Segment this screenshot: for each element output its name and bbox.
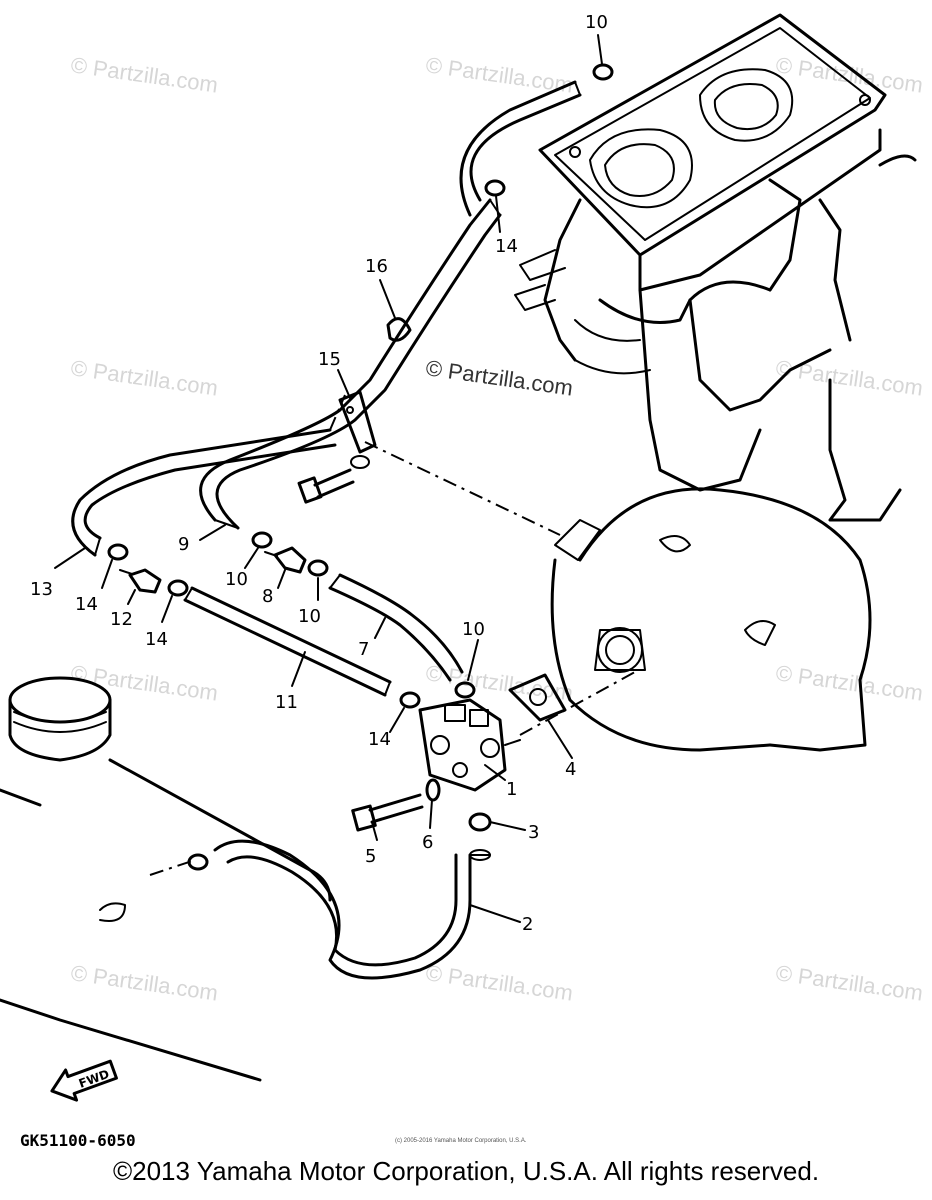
bolt-5 — [351, 793, 424, 832]
check-valve-8 — [264, 546, 307, 574]
callout-1: 1 — [506, 779, 517, 800]
callout-2: 2 — [522, 914, 533, 935]
fine-print: (c) 2005-2016 Yamaha Motor Corporation, … — [395, 1138, 527, 1144]
leader-lines — [149, 394, 636, 876]
callout-11: 11 — [275, 692, 298, 713]
hose-top — [459, 80, 582, 217]
watermark: © Partzilla.com — [424, 960, 574, 1005]
watermark: © Partzilla.com — [424, 660, 574, 705]
callout-14: 14 — [145, 629, 168, 650]
oil-pump — [418, 698, 521, 792]
callout-15: 15 — [318, 349, 341, 370]
hose-2 — [213, 839, 491, 980]
callout-10: 10 — [585, 12, 608, 33]
callout-14: 14 — [368, 729, 391, 750]
check-valve-12 — [119, 568, 162, 594]
watermark: © Partzilla.com — [69, 355, 219, 400]
callout-3: 3 — [528, 822, 539, 843]
hose-clips — [107, 63, 614, 871]
callout-16: 16 — [365, 256, 388, 277]
gasket — [508, 673, 567, 722]
watermark: © Partzilla.com — [69, 960, 219, 1005]
callout-labels: 10 14 16 15 9 13 14 12 14 10 8 10 7 11 1… — [30, 12, 608, 935]
copyright-notice: ©2013 Yamaha Motor Corporation, U.S.A. A… — [112, 1156, 820, 1186]
callout-4: 4 — [565, 759, 576, 780]
callout-10: 10 — [462, 619, 485, 640]
callout-8: 8 — [262, 586, 273, 607]
callout-leaders — [54, 34, 603, 923]
callout-13: 13 — [30, 579, 53, 600]
watermark: © Partzilla.com — [69, 52, 219, 97]
clip-16 — [386, 317, 412, 342]
diagram-code: GK51100-6050 — [20, 1131, 136, 1150]
hose-9 — [199, 198, 502, 530]
callout-10: 10 — [298, 606, 321, 627]
hose-7 — [328, 573, 464, 682]
callout-6: 6 — [422, 832, 433, 853]
callout-14: 14 — [495, 236, 518, 257]
oil-tank — [0, 676, 332, 1082]
callout-14: 14 — [75, 594, 98, 615]
bracket-bolt — [297, 455, 370, 504]
watermark: © Partzilla.com — [774, 960, 924, 1005]
callout-9: 9 — [178, 534, 189, 555]
fwd-arrow: FWD — [50, 1059, 118, 1102]
watermark: © Partzilla.com — [774, 355, 924, 400]
watermark-center: © Partzilla.com — [424, 355, 574, 400]
watermark: © Partzilla.com — [774, 660, 924, 705]
engine-block — [514, 13, 917, 752]
callout-5: 5 — [365, 846, 376, 867]
callout-10: 10 — [225, 569, 248, 590]
watermark: © Partzilla.com — [774, 52, 924, 97]
callout-7: 7 — [358, 639, 369, 660]
hose-11 — [183, 586, 392, 697]
hose-13 — [71, 428, 337, 557]
bracket-15 — [338, 390, 377, 454]
washer-6 — [425, 778, 441, 802]
callout-12: 12 — [110, 609, 133, 630]
clip-3 — [468, 812, 492, 832]
